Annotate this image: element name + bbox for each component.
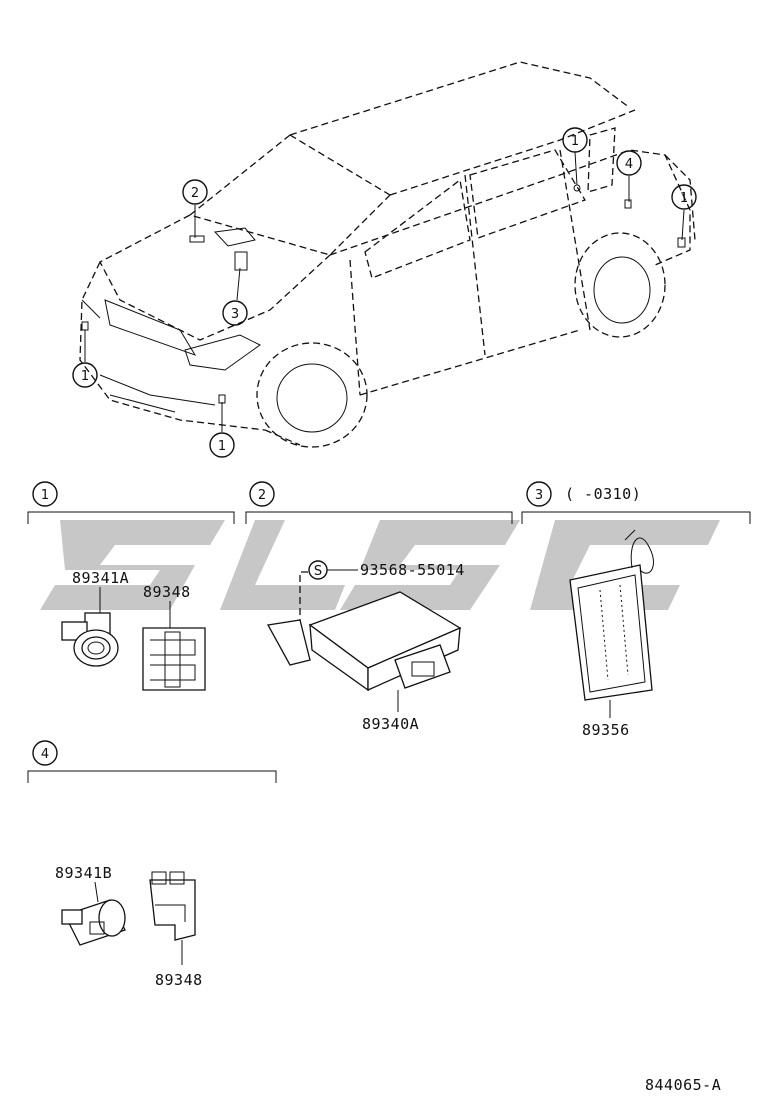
vehicle-overview [79,61,696,448]
callout-4: 4 [625,157,633,172]
callout-markers: 1 1 2 3 1 4 1 [72,127,697,458]
part-label-89348-a: 89348 [143,583,191,601]
callout-1-side: 1 [571,134,579,149]
bolt-symbol: S [314,564,322,579]
section-2: 2 S 93568-55014 89340A [245,481,513,733]
section-4-number: 4 [41,747,49,762]
section-1-number: 1 [41,488,49,503]
sensor-bracket-89348-b [149,871,196,941]
part-label-89341B: 89341B [55,864,112,882]
callout-3: 3 [231,307,239,322]
part-label-89348-b: 89348 [155,971,203,989]
callout-leaders [84,151,685,432]
callout-2: 2 [191,186,199,201]
part-label-89356: 89356 [582,721,630,739]
parking-sensor-89341A [61,612,119,667]
section-1: 1 89341A 89348 [27,481,235,691]
section-3-date-range: ( -0310) [565,485,641,503]
sensor-pad-89356 [569,529,654,701]
parking-sensor-ecu-89340A [266,591,462,692]
section-3-number: 3 [535,488,543,503]
callout-1-rear: 1 [680,191,688,206]
callout-1-front-left: 1 [81,369,89,384]
sensor-bracket-89348-a [142,627,206,691]
section-2-number: 2 [258,488,266,503]
callout-1-front-right: 1 [218,439,226,454]
part-label-93568-55014: 93568-55014 [360,561,465,579]
diagram-id: 844065-A [645,1076,721,1094]
section-4: 4 89341B 89348 [27,740,277,989]
part-label-89340A: 89340A [362,715,419,733]
parking-sensor-89341B [61,899,126,946]
part-label-89341A: 89341A [72,569,129,587]
section-3: 3 ( -0310) 89356 [521,481,751,739]
